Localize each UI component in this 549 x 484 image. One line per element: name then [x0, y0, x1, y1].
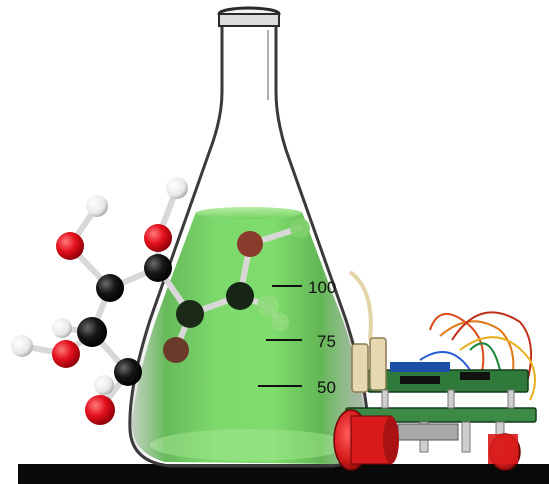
robot-kit	[333, 270, 537, 471]
carbon-atom	[77, 317, 107, 347]
hydrogen-atom-submerged	[257, 295, 279, 317]
carbon-atom	[96, 274, 124, 302]
molecule-model	[11, 177, 310, 425]
usb-connector	[369, 337, 387, 391]
carbon-atom-submerged	[176, 300, 204, 328]
table-surface	[18, 464, 549, 484]
hydrogen-atom	[166, 177, 188, 199]
circuit-board	[367, 369, 529, 393]
oxygen-atom	[52, 340, 80, 368]
carbon-atom-submerged	[226, 282, 254, 310]
hydrogen-atom	[11, 335, 33, 357]
flask-graduations: 100 75 50	[258, 278, 336, 397]
graduation-100: 100	[308, 278, 336, 297]
oxygen-atom-submerged	[163, 337, 189, 363]
graduation-75: 75	[317, 332, 336, 351]
hydrogen-atom	[86, 195, 108, 217]
oxygen-atom	[144, 224, 172, 252]
carbon-atom	[114, 358, 142, 386]
graduation-50: 50	[317, 378, 336, 397]
usb-connector	[351, 343, 369, 393]
oxygen-atom	[85, 395, 115, 425]
oxygen-atom-submerged	[237, 231, 263, 257]
carbon-atom	[144, 254, 172, 282]
hydrogen-atom-submerged	[290, 218, 310, 238]
hydrogen-atom-submerged	[271, 313, 289, 331]
hydrogen-atom	[94, 375, 114, 395]
hydrogen-atom	[52, 318, 72, 338]
oxygen-atom	[56, 232, 84, 260]
